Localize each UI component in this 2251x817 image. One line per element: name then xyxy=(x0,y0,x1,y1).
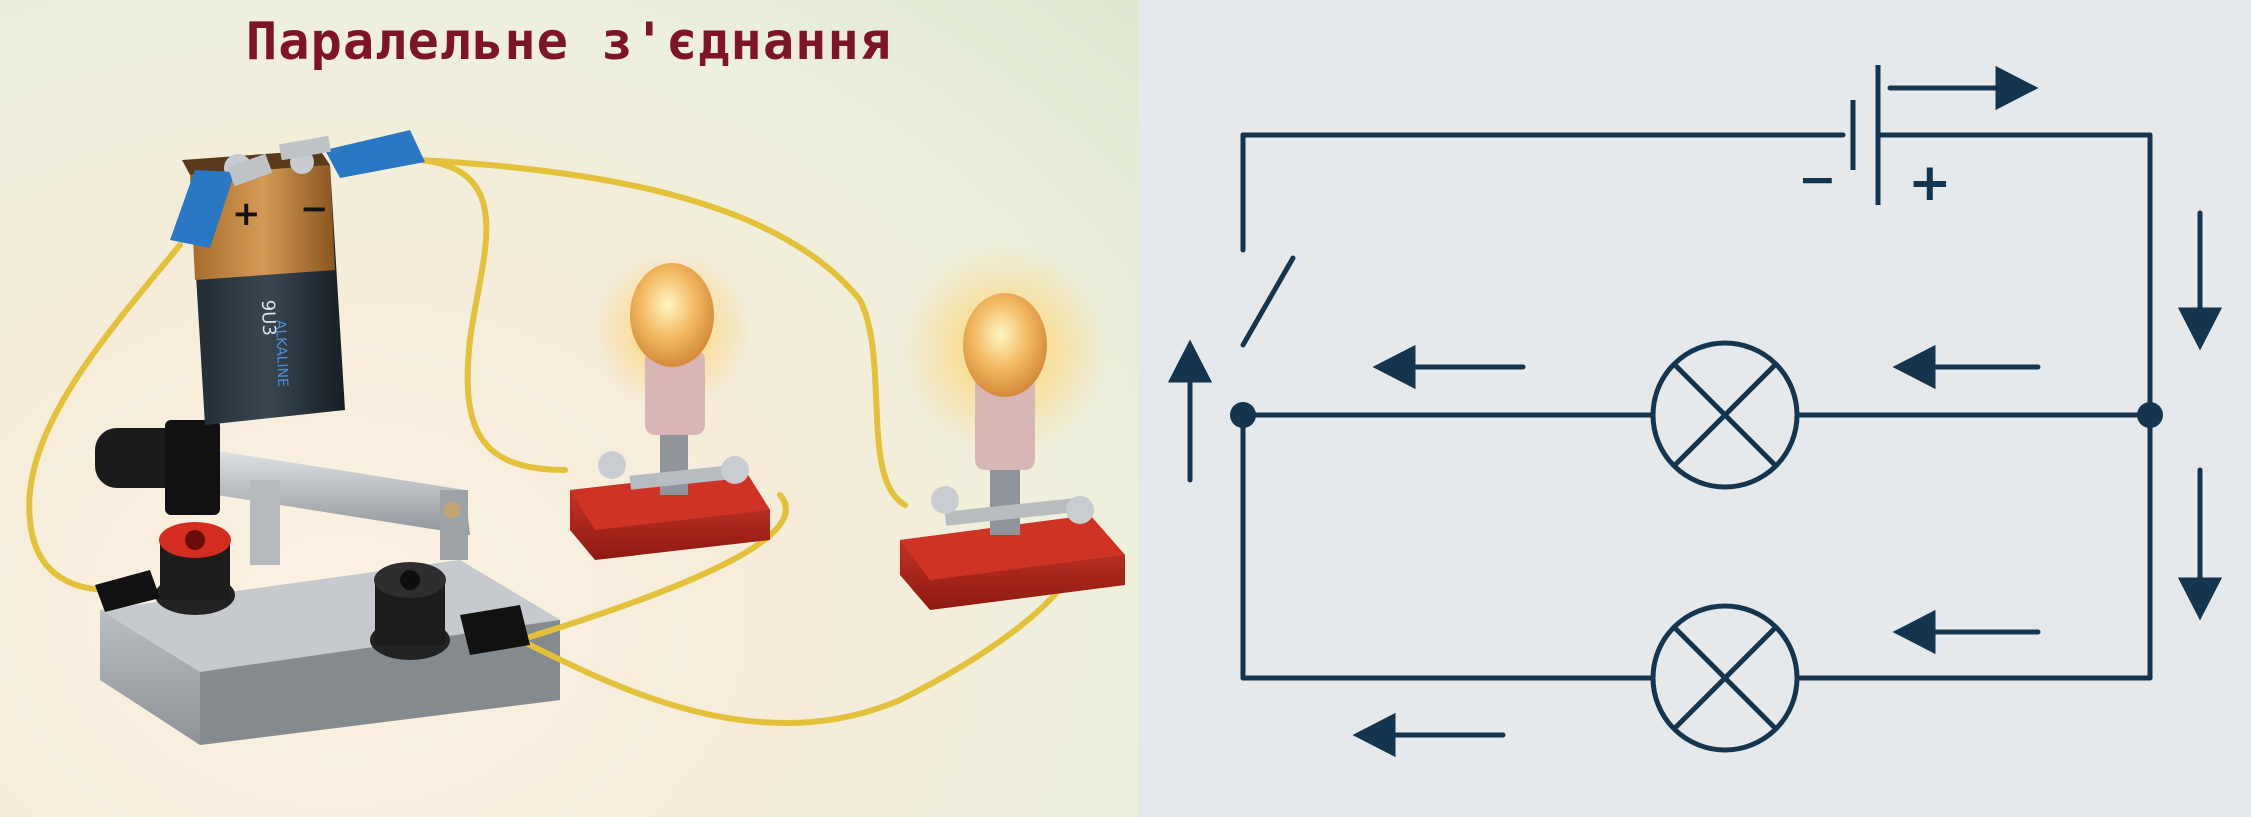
lamp-symbol-1 xyxy=(1650,340,1800,490)
switch-wire-plugs xyxy=(95,570,530,655)
arrow-left-bottom-right xyxy=(1892,609,2041,655)
arrow-left-middle-right xyxy=(1892,344,2041,390)
arrow-down-upper xyxy=(2177,210,2223,351)
arrow-up-left xyxy=(1167,339,1213,483)
circuit-photo: + − 9U3 ALKALINE xyxy=(26,130,1125,745)
arrow-right-top xyxy=(1887,65,2039,111)
battery-model-label: 9U3 xyxy=(257,299,279,336)
battery-minus-label: − xyxy=(300,189,329,229)
battery-clip-left xyxy=(170,153,273,248)
arrow-left-middle-left xyxy=(1372,344,1526,390)
switch-terminal-black xyxy=(370,562,450,660)
battery-brand-label: ALKALINE xyxy=(272,320,290,388)
wires xyxy=(26,157,1078,727)
circuit-schematic: − + xyxy=(1167,65,2223,758)
junction-left xyxy=(1230,402,1256,428)
junction-right xyxy=(2137,402,2163,428)
battery-minus-sign: − xyxy=(1798,152,1837,206)
arrow-down-lower xyxy=(2177,467,2223,621)
lamp-2 xyxy=(900,245,1125,610)
page-title: Паралельне з'єднання xyxy=(245,12,893,72)
arrow-left-bottom-left xyxy=(1352,712,1506,758)
switch-lever xyxy=(180,445,470,565)
switch-handle xyxy=(95,420,220,515)
battery-symbol xyxy=(1850,65,1881,205)
lamp-symbol-2 xyxy=(1650,603,1800,753)
switch-symbol xyxy=(1240,255,1296,348)
battery-plus-sign: + xyxy=(1908,153,1952,213)
photo-panel: Паралельне з'єднання xyxy=(0,0,1138,817)
battery: + − 9U3 ALKALINE xyxy=(182,150,345,425)
switch-terminal-red xyxy=(155,522,235,615)
lamp-1 xyxy=(570,250,770,560)
schematic-panel: − + xyxy=(1138,0,2251,817)
battery-plus-label: + xyxy=(232,194,261,234)
battery-clip-right xyxy=(278,130,425,178)
